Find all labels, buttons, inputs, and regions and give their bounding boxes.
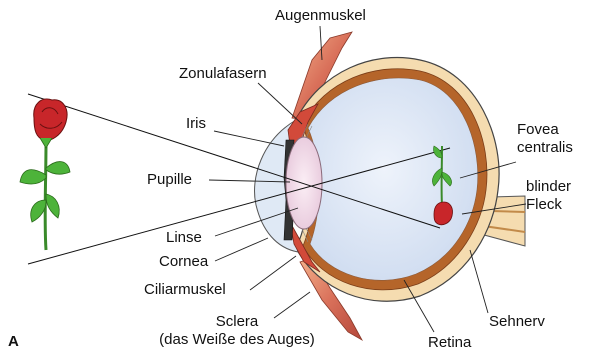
label-zonulafasern: Zonulafasern	[179, 65, 267, 83]
label-blinder-line2: Fleck	[526, 196, 571, 214]
label-sclera-line1: Sclera	[132, 313, 342, 331]
label-cornea: Cornea	[159, 253, 208, 271]
label-retina: Retina	[428, 334, 471, 352]
label-sehnerv: Sehnerv	[489, 313, 545, 331]
leader-cornea	[215, 238, 268, 261]
label-sclera: Sclera (das Weiße des Auges)	[132, 313, 342, 349]
leader-zonulafasern	[258, 83, 302, 124]
lens	[286, 137, 322, 229]
label-blinder-line1: blinder	[526, 178, 571, 196]
label-sclera-line2: (das Weiße des Auges)	[132, 331, 342, 349]
label-fovea-line1: Fovea	[517, 121, 573, 139]
label-blinder-fleck: blinder Fleck	[526, 178, 571, 214]
rose-object	[20, 99, 70, 250]
label-fovea-centralis: Fovea centralis	[517, 121, 573, 157]
label-pupille: Pupille	[147, 171, 192, 189]
leader-ciliarmuskel	[250, 256, 296, 290]
label-ciliarmuskel: Ciliarmuskel	[144, 281, 226, 299]
panel-letter: A	[8, 333, 19, 350]
leader-sehnerv	[470, 250, 488, 313]
label-linse: Linse	[166, 229, 202, 247]
label-iris: Iris	[186, 115, 206, 133]
label-fovea-line2: centralis	[517, 139, 573, 157]
label-augenmuskel: Augenmuskel	[275, 7, 366, 25]
